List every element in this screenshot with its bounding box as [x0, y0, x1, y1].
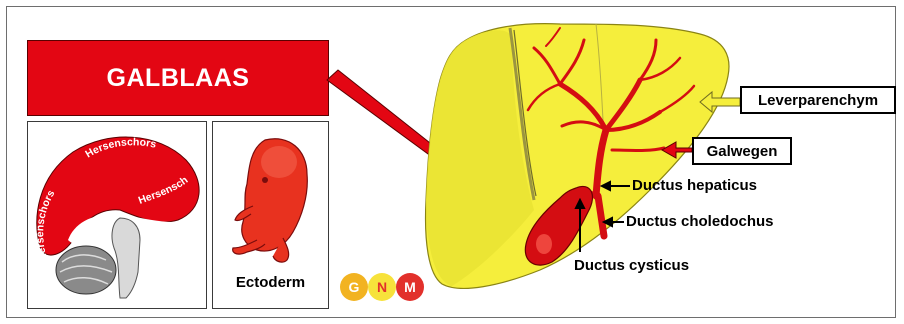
label-ductus-hepaticus: Ductus hepaticus [632, 177, 757, 194]
callout-leverparenchym: Leverparenchym [740, 86, 896, 114]
callout-leverparenchym-text: Leverparenchym [758, 92, 878, 109]
callout-galwegen: Galwegen [692, 137, 792, 165]
label-ductus-choledochus: Ductus choledochus [626, 213, 774, 230]
callout-galwegen-text: Galwegen [707, 143, 778, 160]
label-ductus-cysticus: Ductus cysticus [574, 257, 689, 274]
